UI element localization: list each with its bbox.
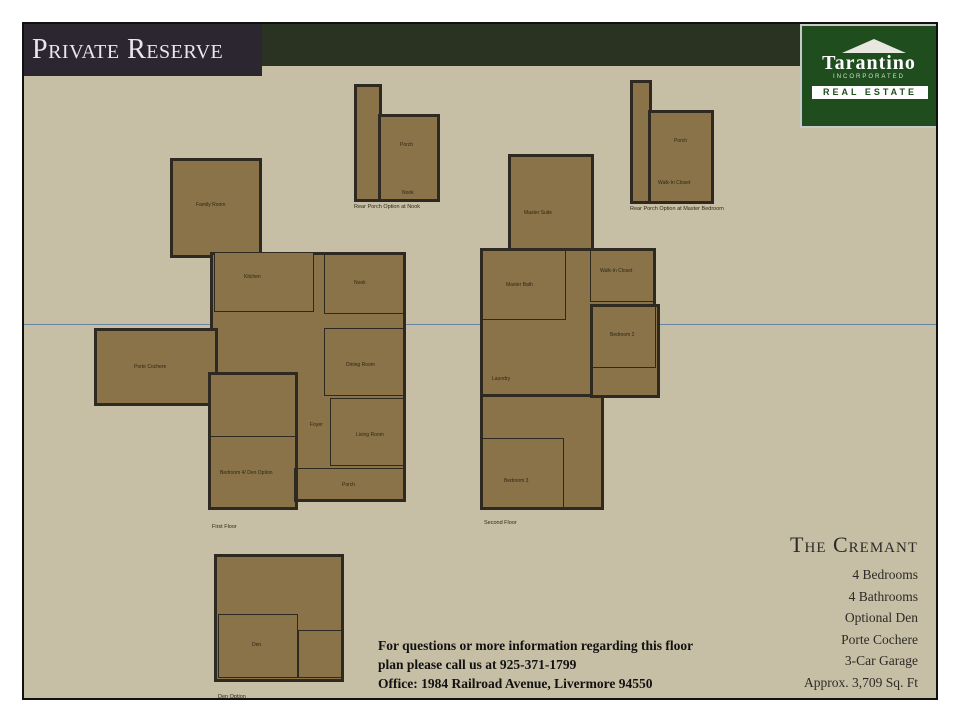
brochure-frame: Private Reserve Tarantino INCORPORATED R… [22,22,938,700]
nook-label: Nook [402,190,414,196]
rear-porch-master-caption: Rear Porch Option at Master Bedroom [630,206,724,212]
rear-porch-master-plan: Porch Walk-In Closet [630,80,714,204]
model-name: The Cremant [790,532,918,557]
second-floor-plan: Master Suite Master Bath Walk-In Closet … [480,154,660,526]
brand-title: Private Reserve [32,34,224,65]
logo-name: Tarantino [822,52,916,74]
walk-in-closet-label: Walk-In Closet [600,268,633,274]
den-label: Den [252,642,262,648]
feature-bedrooms: 4 Bedrooms [852,567,918,582]
feature-sqft: Approx. 3,709 Sq. Ft [803,674,918,690]
porch-label: Porch [400,142,414,148]
porch-label: Porch [342,482,356,488]
porch-label: Porch [674,138,688,144]
rear-porch-nook-plan: Porch Nook [354,84,444,202]
den-option-plan: Den Den Option [214,554,346,700]
contact-info: For questions or more information regard… [378,636,693,693]
house-roof-icon [842,39,906,53]
bedroom3-label: Bedroom 3 [504,478,529,484]
feature-den: Optional Den [844,610,918,625]
master-bath-label: Master Bath [506,282,533,288]
bedroom2-label: Bedroom 2 [610,332,635,338]
living-room-label: Living Room [356,432,384,438]
first-floor-plan: Family Room Kitchen Nook Dining Room Liv… [94,158,416,530]
foyer-label: Foyer [310,422,323,428]
model-title-block: The Cremant 4 Bedrooms 4 Bathrooms Optio… [790,532,918,693]
kitchen-label: Kitchen [244,274,261,280]
logo-incorporated: INCORPORATED [833,74,905,80]
feature-porte-cochere: Porte Cochere [841,631,918,647]
master-suite-label: Master Suite [524,210,553,216]
brand-box: Private Reserve [24,24,262,76]
bedroom4-label: Bedroom 4/ Den Option [220,470,273,476]
contact-line-3: Office: 1984 Railroad Avenue, Livermore … [378,676,653,691]
family-room-label: Family Room [196,202,226,208]
feature-bathrooms: 4 Bathrooms [848,588,918,604]
contact-line-1: For questions or more information regard… [378,638,694,653]
feature-garage: 3-Car Garage [844,653,918,668]
second-floor-caption: Second Floor [484,520,517,526]
first-floor-caption: First Floor [212,524,237,530]
tarantino-logo: Tarantino INCORPORATED REAL ESTATE [800,24,936,128]
dining-room-label: Dining Room [346,362,375,368]
laundry-label: Laundry [492,376,511,382]
den-option-caption: Den Option [218,694,246,700]
contact-line-2: plan please call us at 925-371-1799 [378,657,577,672]
nook-label: Nook [354,280,366,286]
porte-cochere-label: Porte Cochere [134,364,167,370]
walk-in-label: Walk-In Closet [658,180,691,186]
logo-subtitle: REAL ESTATE [812,86,928,99]
rear-porch-nook-caption: Rear Porch Option at Nook [354,204,421,210]
